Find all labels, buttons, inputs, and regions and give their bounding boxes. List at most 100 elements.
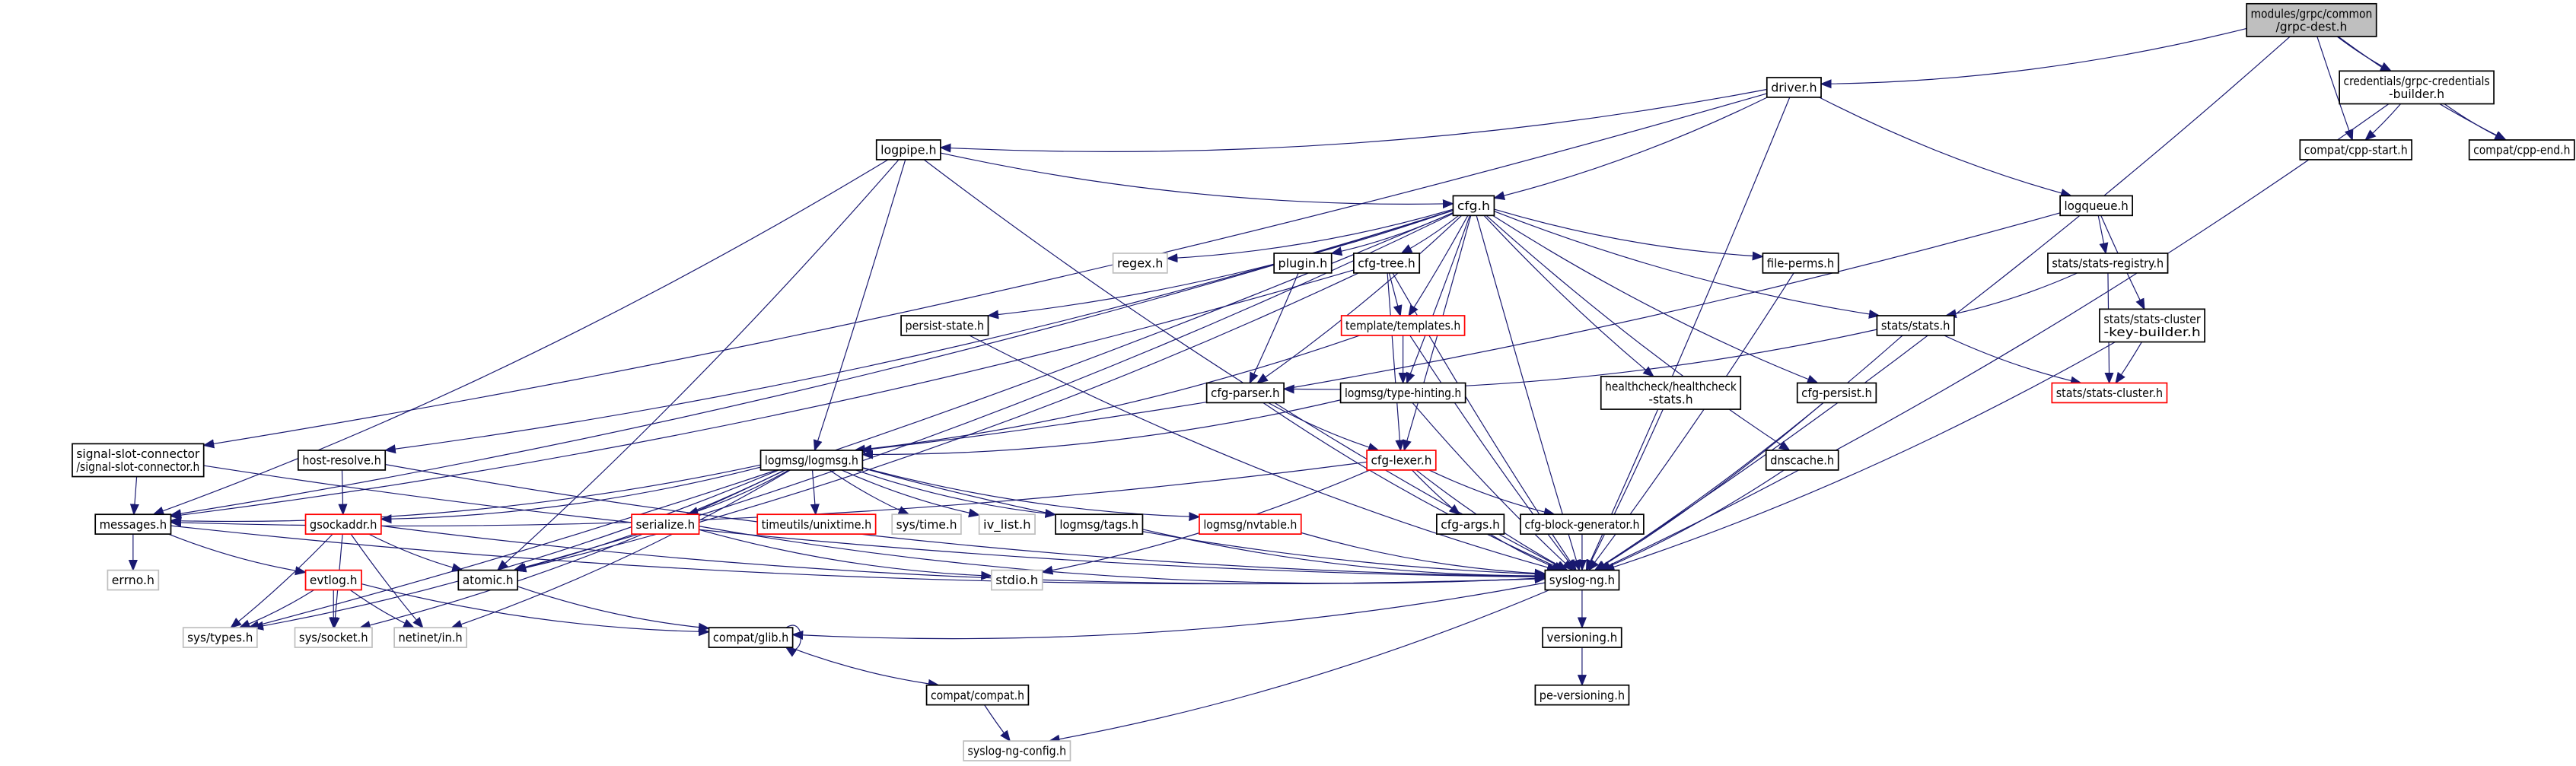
node-box: [708, 627, 794, 648]
node-atomic[interactable]: atomic.h: [457, 569, 518, 591]
include-edge-cfg-tree-to-cfg-lexer: [1387, 272, 1405, 452]
node-glib[interactable]: compat/glib.h: [708, 627, 794, 648]
node-compat[interactable]: compat/compat.h: [925, 684, 1030, 706]
node-grpc-dest[interactable]: modules/grpc/common/grpc-dest.h: [2246, 2, 2377, 37]
node-syslog-ng[interactable]: syslog-ng.h: [1544, 569, 1620, 591]
node-label: compat/cpp-end.h: [2473, 144, 2570, 157]
include-edge-glib-to-glib: [785, 625, 802, 657]
node-cfg-args[interactable]: cfg-args.h: [1436, 513, 1505, 535]
node-unixtime[interactable]: timeutils/unixtime.h: [756, 513, 877, 535]
include-edge-cred-to-syslog-ng: [1597, 103, 2390, 571]
node-sys-socket: sys/socket.h: [294, 627, 373, 648]
node-label: logmsg/logmsg.h: [765, 454, 858, 468]
node-label: cfg-parser.h: [1211, 386, 1280, 400]
node-file-perms[interactable]: file-perms.h: [1762, 253, 1839, 274]
node-evtlog[interactable]: evtlog.h: [304, 569, 362, 591]
node-healthcheck[interactable]: healthcheck/healthcheck-stats.h: [1600, 376, 1742, 410]
include-edge-gsockaddr-to-syslog-ng: [381, 525, 1546, 585]
node-templates[interactable]: template/templates.h: [1340, 315, 1466, 336]
node-driver[interactable]: driver.h: [1766, 77, 1822, 98]
node-sys-types: sys/types.h: [182, 627, 258, 648]
edges-layer: [128, 27, 2508, 744]
node-skb[interactable]: stats/stats-cluster-key-builder.h: [2099, 308, 2205, 343]
node-box: [1766, 77, 1822, 98]
node-label: compat/compat.h: [931, 688, 1024, 702]
node-label: sys/time.h: [896, 518, 957, 532]
node-cbg[interactable]: cfg-block-generator.h: [1520, 513, 1645, 535]
node-label: regex.h: [1117, 257, 1163, 271]
node-serialize[interactable]: serialize.h: [631, 513, 700, 535]
node-cfg-tree[interactable]: cfg-tree.h: [1352, 253, 1421, 274]
include-edge-cfg-tree-to-atomic: [514, 272, 1359, 573]
node-dnscache[interactable]: dnscache.h: [1765, 450, 1839, 471]
node-box: [759, 450, 864, 471]
node-box: [1112, 253, 1168, 274]
include-edge-evtlog-to-sys-types: [238, 590, 315, 628]
node-box: [1273, 253, 1333, 274]
node-cfg-parser[interactable]: cfg-parser.h: [1205, 382, 1285, 404]
include-edge-grpc-dest-to-syslog-ng: [1594, 36, 2291, 571]
node-label: -stats.h: [1648, 393, 1692, 407]
node-plugin[interactable]: plugin.h: [1273, 253, 1333, 274]
node-label: sys/types.h: [187, 631, 253, 645]
node-label: atomic.h: [463, 574, 514, 587]
node-logmsg[interactable]: logmsg/logmsg.h: [759, 450, 864, 471]
include-edge-cfg-tree-to-templates: [1388, 272, 1403, 317]
node-box: [294, 627, 373, 648]
node-logqueue[interactable]: logqueue.h: [2059, 195, 2133, 217]
node-tags[interactable]: logmsg/tags.h: [1055, 513, 1144, 535]
node-versioning[interactable]: versioning.h: [1542, 627, 1622, 648]
node-label: logmsg/type-hinting.h: [1345, 386, 1461, 400]
node-logpipe[interactable]: logpipe.h: [875, 139, 941, 161]
node-gsockaddr[interactable]: gsockaddr.h: [304, 513, 382, 535]
node-stdio: stdio.h: [990, 569, 1043, 591]
node-stats[interactable]: stats/stats.h: [1876, 315, 1955, 336]
node-nvtable[interactable]: logmsg/nvtable.h: [1199, 513, 1302, 535]
node-host-resolve[interactable]: host-resolve.h: [297, 450, 387, 471]
node-messages[interactable]: messages.h: [94, 513, 172, 535]
include-edge-logpipe-to-atomic: [496, 159, 900, 571]
include-edge-logmsg-to-sys-types: [251, 469, 779, 631]
node-label: stats/stats-registry.h: [2052, 257, 2164, 271]
node-netinet: netinet/in.h: [393, 627, 467, 648]
node-box: [2047, 253, 2169, 274]
node-box: [875, 139, 941, 161]
node-stats-cluster[interactable]: stats/stats-cluster.h: [2051, 382, 2168, 404]
include-edge-driver-to-logpipe: [939, 88, 1767, 153]
node-cpp-end[interactable]: compat/cpp-end.h: [2468, 139, 2575, 161]
node-label: cfg-args.h: [1441, 518, 1500, 532]
include-edge-type-hinting-to-logmsg: [861, 399, 1341, 459]
node-box: [2246, 2, 2377, 37]
node-box: [900, 315, 989, 336]
node-cpp-start[interactable]: compat/cpp-start.h: [2299, 139, 2412, 161]
node-persist-state[interactable]: persist-state.h: [900, 315, 989, 336]
node-label: /grpc-dest.h: [2276, 21, 2348, 34]
include-edge-cfg-to-file-perms: [1494, 208, 1764, 261]
node-label: /signal-slot-connector.h: [76, 460, 199, 474]
include-edge-logmsg-to-messages: [170, 464, 761, 526]
node-type-hinting[interactable]: logmsg/type-hinting.h: [1339, 382, 1466, 404]
node-cred[interactable]: credentials/grpc-credentials-builder.h: [2339, 70, 2495, 105]
node-box: [1534, 684, 1630, 706]
node-stats-registry[interactable]: stats/stats-registry.h: [2047, 253, 2169, 274]
include-edge-healthcheck-to-syslog-ng: [1586, 408, 1664, 571]
node-cfg-lexer[interactable]: cfg-lexer.h: [1366, 450, 1437, 471]
node-cfg-persist[interactable]: cfg-persist.h: [1796, 382, 1877, 404]
include-edge-stats-to-stats-cluster: [1944, 335, 2083, 386]
node-box: [1542, 627, 1622, 648]
node-cfg[interactable]: cfg.h: [1452, 195, 1495, 217]
node-iv-list: iv_list.h: [978, 513, 1036, 535]
node-label: gsockaddr.h: [310, 518, 377, 532]
node-label: cfg.h: [1457, 199, 1490, 213]
node-ssc[interactable]: signal-slot-connector/signal-slot-connec…: [72, 443, 205, 478]
node-box: [925, 684, 1030, 706]
include-edge-cfg-parser-to-syslog-ng: [1263, 402, 1565, 571]
node-label: syslog-ng.h: [1549, 574, 1615, 587]
node-box: [107, 569, 160, 591]
node-pe-versioning[interactable]: pe-versioning.h: [1534, 684, 1630, 706]
include-edge-cfg-args-to-syslog-ng: [1489, 533, 1564, 571]
node-box: [2339, 70, 2495, 105]
node-errno: errno.h: [107, 569, 160, 591]
node-box: [1339, 382, 1466, 404]
node-label: versioning.h: [1547, 631, 1618, 645]
